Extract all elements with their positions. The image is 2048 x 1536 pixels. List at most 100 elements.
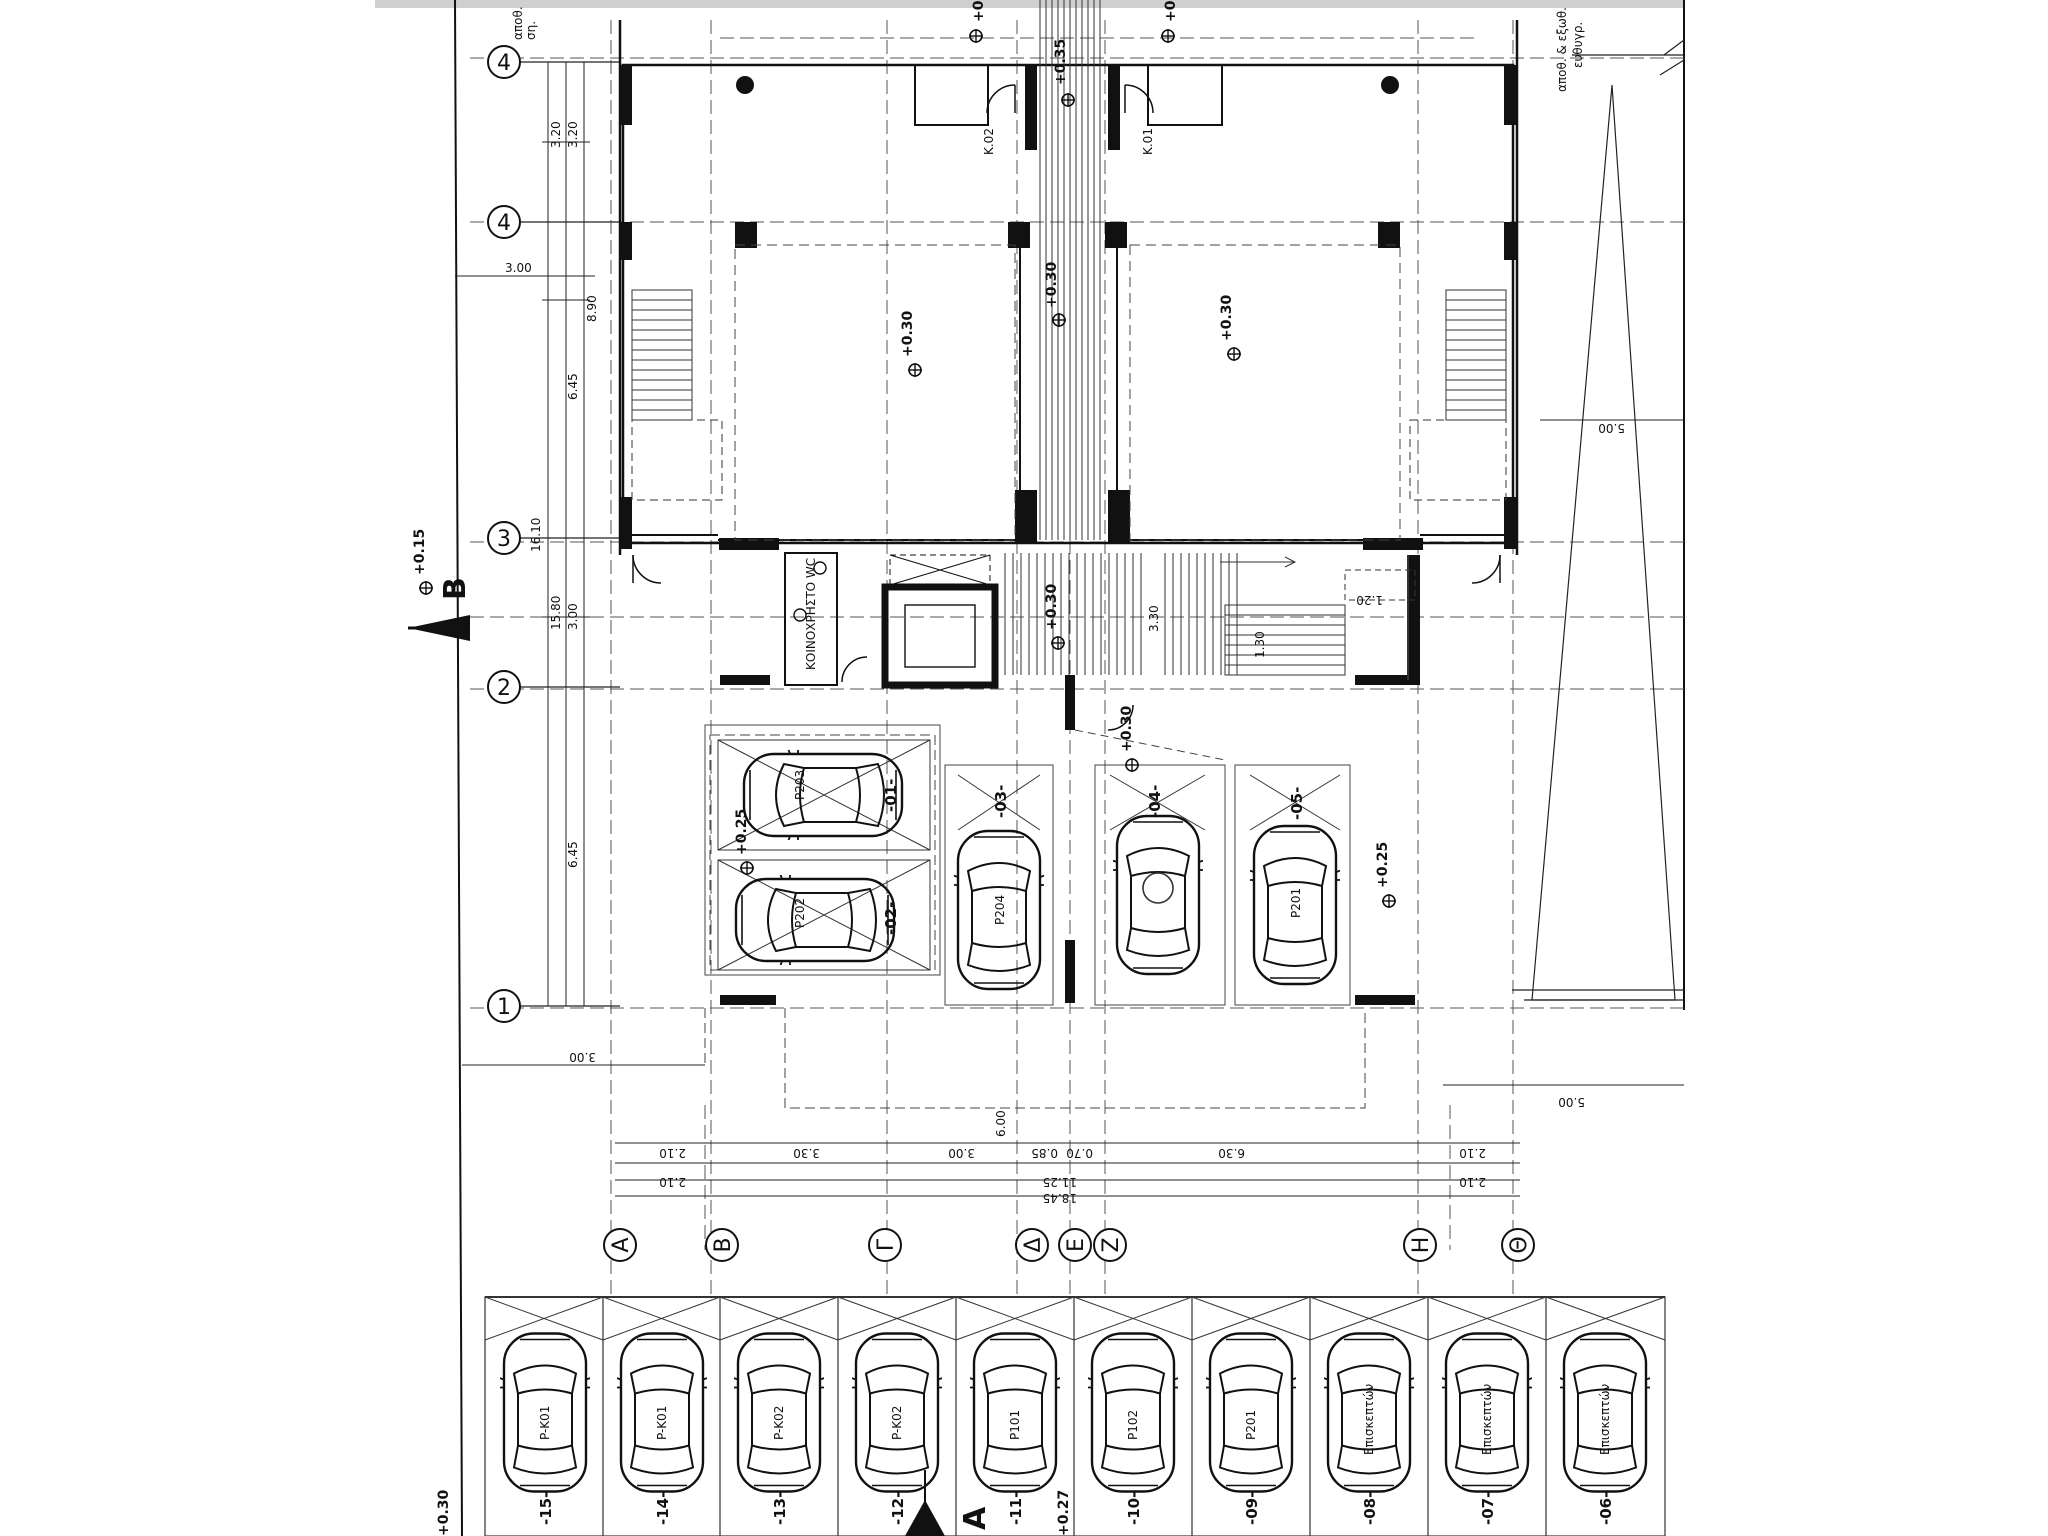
level-bottom-center: +0.27 [1056,1490,1072,1536]
horizontal-dimension-labels: 2.10 3.30 3.00 0.70 0.85 6.30 2.10 2.10 … [659,1110,1486,1205]
section-marker-b: B +0.15 [408,529,473,641]
svg-text:6.45: 6.45 [566,373,580,400]
parking-space-07: Επισκεπτών -07- [1427,1296,1547,1536]
svg-text:P203: P203 [793,770,807,800]
svg-text:-07-: -07- [1479,1492,1497,1525]
side-stairs-right [1409,289,1507,501]
level-top-right: +0.40 [1160,0,1179,44]
parking-space-02: P202 -02- [717,859,931,971]
level-marks: +0.40 +0.40 +0.35 +0.30 +0.30 +0.30 +0.3… [436,0,1397,1536]
svg-text:-09-: -09- [1243,1492,1261,1525]
svg-text:8.90: 8.90 [585,295,599,322]
svg-text:11.25: 11.25 [1043,1175,1077,1189]
svg-text:P202: P202 [793,898,807,928]
core-stair-flight [1220,555,1416,680]
outer-parking-spaces: P-K01 -15- P-K01 -14- P-K02 -13- P-K02 -… [484,1296,1666,1536]
level-bottom-left: +0.30 [436,1489,452,1536]
svg-text:1.20: 1.20 [1356,593,1383,607]
columns [736,76,1399,94]
svg-text:Επισκεπτών: Επισκεπτών [1480,1383,1494,1455]
svg-text:1.30: 1.30 [1253,631,1267,658]
parking-space-14: P-K01 -14- [602,1296,721,1536]
top-notes: αποθ. ση. αποθ. & εξωθ. ευθυγρ. [511,6,1585,92]
store-label-k01: K.01 [1141,128,1155,155]
svg-text:0.70: 0.70 [1066,1146,1093,1160]
parking-space-10: P102 -10- [1073,1296,1193,1536]
svg-text:2.10: 2.10 [659,1175,686,1189]
level-corridor-top: +0.35 [1053,39,1076,108]
wc-label: ΚΟΙΝΟΧΡΗΣΤΟ WC [804,558,818,670]
svg-text:3.30: 3.30 [793,1146,820,1160]
svg-text:-01-: -01- [882,779,900,812]
right-triangle [1512,39,1685,1001]
svg-text:ση.: ση. [524,21,538,40]
corridor-hatch [1039,0,1101,540]
svg-text:+0.30: +0.30 [1119,705,1135,752]
shop-partitions [632,65,1504,541]
parking-space-01: P203 -01- [717,739,931,851]
svg-text:E: E [1064,1238,1089,1252]
walls [620,65,1516,1005]
top-edge-band [375,0,1685,8]
svg-text:-14-: -14- [654,1492,672,1525]
svg-text:3.30: 3.30 [1147,605,1161,632]
row-axis-3: 3 [487,521,521,555]
svg-text:4: 4 [497,211,511,236]
svg-text:-08-: -08- [1361,1492,1379,1525]
core-dimension-labels: 3.30 1.20 1.30 [1147,593,1383,658]
svg-text:6.30: 6.30 [1218,1146,1245,1160]
column-axis-a: A [603,1228,637,1262]
svg-text:B: B [438,577,473,600]
svg-text:2.10: 2.10 [1459,1175,1486,1189]
column-axis-e: E [1058,1228,1092,1262]
column-axis-h: H [1403,1228,1437,1262]
column-axis-gamma: Γ [868,1228,902,1262]
svg-text:αποθ. & εξωθ.: αποθ. & εξωθ. [1555,7,1569,92]
parking-space-12: P-K02 -12- [837,1296,957,1536]
svg-text:+0.15: +0.15 [412,529,428,575]
svg-text:+0.40: +0.40 [971,0,987,22]
row-axis-1: 1 [487,989,521,1023]
column-axes: A B Γ Δ E Z H Θ [603,1228,1535,1262]
svg-text:Επισκεπτών: Επισκεπτών [1598,1383,1612,1455]
parking-space-05: P201 -05- [1249,774,1341,986]
svg-text:-06-: -06- [1597,1492,1615,1525]
level-shop-right: +0.30 [1219,294,1242,362]
level-corridor-mid: +0.30 [1044,261,1067,328]
svg-text:5.00: 5.00 [1598,421,1625,435]
svg-text:4: 4 [497,51,511,76]
svg-text:6.45: 6.45 [566,841,580,868]
row-axis-2: 2 [487,670,521,704]
level-top-left: +0.40 [968,0,987,44]
svg-text:18.45: 18.45 [1043,1191,1077,1205]
svg-text:P101: P101 [1008,1410,1022,1440]
svg-text:Δ: Δ [1021,1237,1046,1252]
offset-dimensions: 3.00 3.00 5.00 5.00 [455,261,1684,1109]
svg-text:-02-: -02- [882,902,900,935]
svg-text:P-K02: P-K02 [890,1406,904,1440]
parking-space-04: -04- [1109,774,1206,976]
svg-text:2.10: 2.10 [659,1146,686,1160]
svg-text:+0.27: +0.27 [1056,1490,1072,1536]
svg-text:3.00: 3.00 [505,261,532,275]
parking-space-13: P-K02 -13- [719,1296,839,1536]
svg-text:3.00: 3.00 [566,603,580,630]
svg-text:P201: P201 [1289,888,1303,918]
level-core: +0.30 [1044,583,1066,651]
column-axis-theta: Θ [1501,1228,1535,1262]
svg-text:P102: P102 [1126,1410,1140,1440]
svg-text:16.10: 16.10 [529,518,543,552]
side-stairs-left [631,289,723,501]
svg-text:+0.35: +0.35 [1053,39,1069,85]
svg-text:+0.25: +0.25 [1375,842,1391,888]
svg-text:3.20: 3.20 [549,121,563,148]
row-axes: 4 4 3 2 1 [487,45,620,1023]
svg-text:-13-: -13- [771,1492,789,1525]
svg-text:15.80: 15.80 [549,596,563,630]
svg-text:2: 2 [497,676,511,701]
parking-space-15: P-K01 -15- [484,1296,604,1536]
parking-space-03: P204 -03- [954,774,1044,991]
store-label-k02: K.02 [982,128,996,155]
svg-text:A: A [609,1237,634,1252]
svg-text:αποθ.: αποθ. [511,6,525,40]
